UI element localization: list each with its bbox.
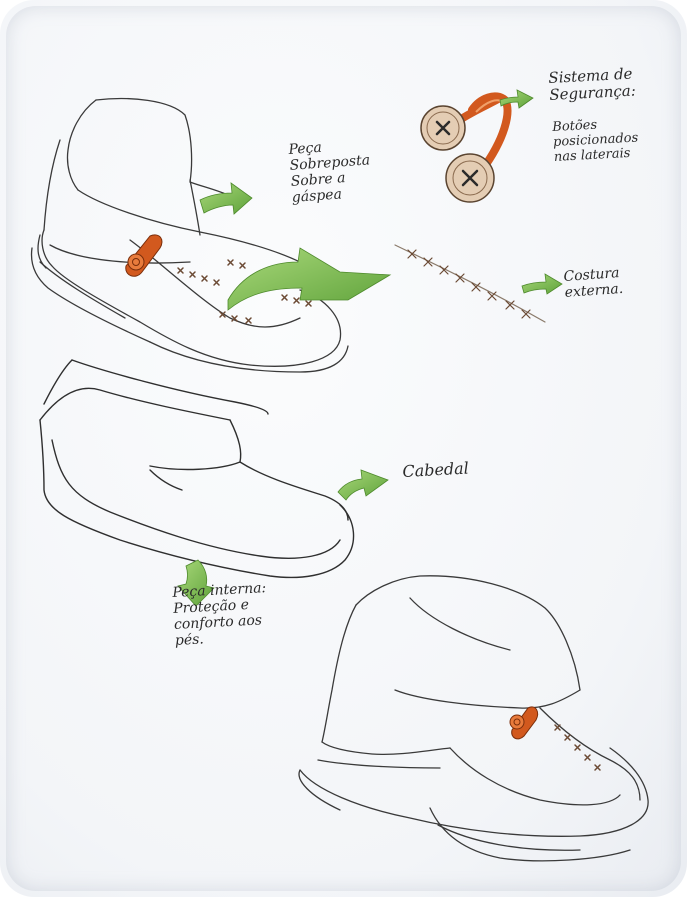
shoe-1-side-view bbox=[32, 99, 348, 372]
shoe-2-inner-piece bbox=[40, 360, 354, 577]
shoe-3-stitching bbox=[555, 725, 600, 770]
annotation-peca-interna: Peça interna: Proteção e conforto aos pé… bbox=[172, 577, 325, 649]
annotation-peca-sobreposta: Peça Sobreposta Sobre a gáspea bbox=[288, 134, 402, 206]
annotation-sistema-seguranca-desc: Botões posicionados nas laterais bbox=[552, 114, 687, 166]
arrow-icon-stitch-large bbox=[228, 248, 390, 310]
shoe-3-button-icon bbox=[510, 707, 538, 739]
shoe-3-perspective bbox=[299, 576, 648, 861]
arrow-icon-stitch bbox=[522, 274, 562, 294]
arrow-icon-cabedal bbox=[338, 470, 388, 500]
annotation-sistema-seguranca-title: Sistema de Segurança: bbox=[548, 63, 687, 105]
stitch-icon-detail bbox=[395, 245, 545, 322]
security-buttons-detail bbox=[421, 96, 507, 202]
